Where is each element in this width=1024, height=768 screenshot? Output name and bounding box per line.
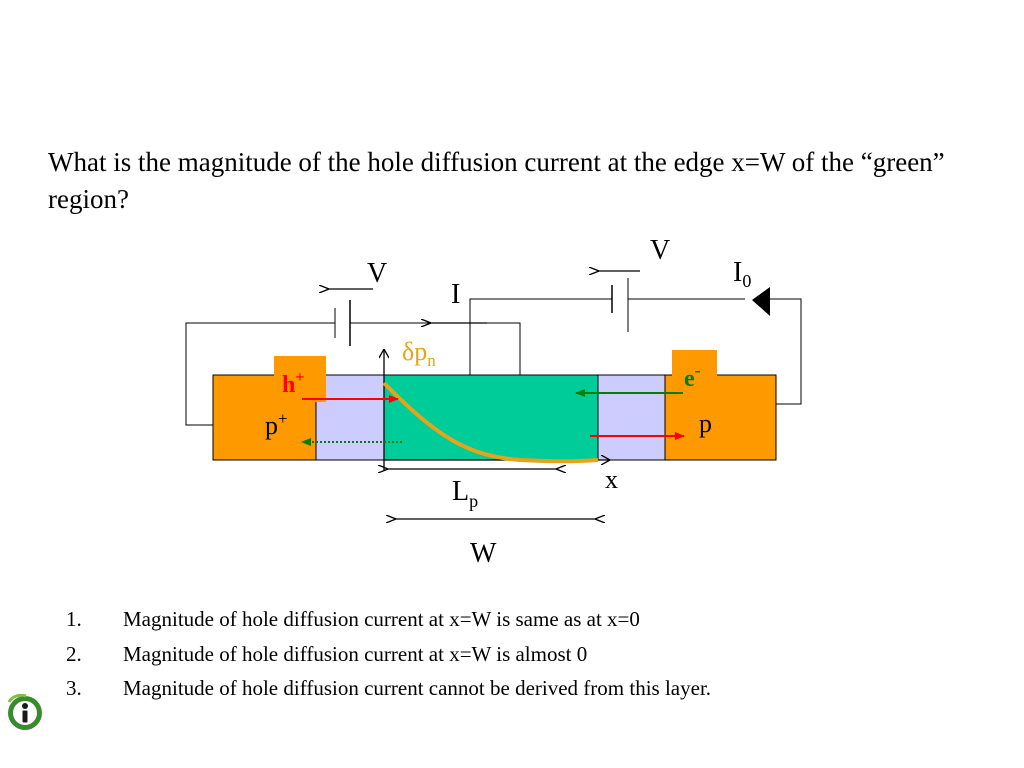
- electron-label: e-: [684, 360, 701, 392]
- info-icon: [7, 694, 42, 730]
- right-depletion-region: [597, 374, 666, 461]
- current0-label: I0: [733, 257, 751, 291]
- option-1[interactable]: 1. Magnitude of hole diffusion current at…: [66, 602, 711, 637]
- green-region: [383, 374, 599, 461]
- w-label: W: [470, 538, 497, 569]
- option-text: Magnitude of hole diffusion current at x…: [123, 641, 588, 666]
- question-text: What is the magnitude of the hole diffus…: [48, 147, 945, 214]
- left-depletion-region: [315, 374, 385, 461]
- option-number: 1.: [66, 607, 82, 631]
- answer-options: 1. Magnitude of hole diffusion current at…: [66, 602, 711, 706]
- current-label: I: [451, 279, 460, 310]
- voltage-left-label: V: [367, 258, 387, 289]
- delta-pn-curve: [382, 381, 599, 464]
- option-2[interactable]: 2. Magnitude of hole diffusion current at…: [66, 637, 711, 672]
- option-number: 2.: [66, 641, 82, 666]
- delta-pn-label: δpn: [402, 337, 436, 370]
- x-axis-label: x: [605, 465, 618, 494]
- option-3[interactable]: 3. Magnitude of hole diffusion current ca…: [66, 671, 711, 706]
- hole-label-box: [274, 356, 326, 402]
- hole-label: h+: [282, 369, 304, 398]
- p-plus-label: p+: [265, 409, 288, 440]
- circuit-wires: [185, 278, 802, 426]
- option-number: 3.: [66, 676, 82, 700]
- voltage-right-label: V: [650, 235, 670, 266]
- electron-label-box: [672, 350, 717, 390]
- lp-label: Lp: [452, 476, 478, 511]
- p-label: p: [699, 409, 712, 438]
- option-text: Magnitude of hole diffusion current at x…: [123, 607, 640, 631]
- diode-icon: [752, 287, 770, 316]
- option-text: Magnitude of hole diffusion current cann…: [123, 676, 712, 700]
